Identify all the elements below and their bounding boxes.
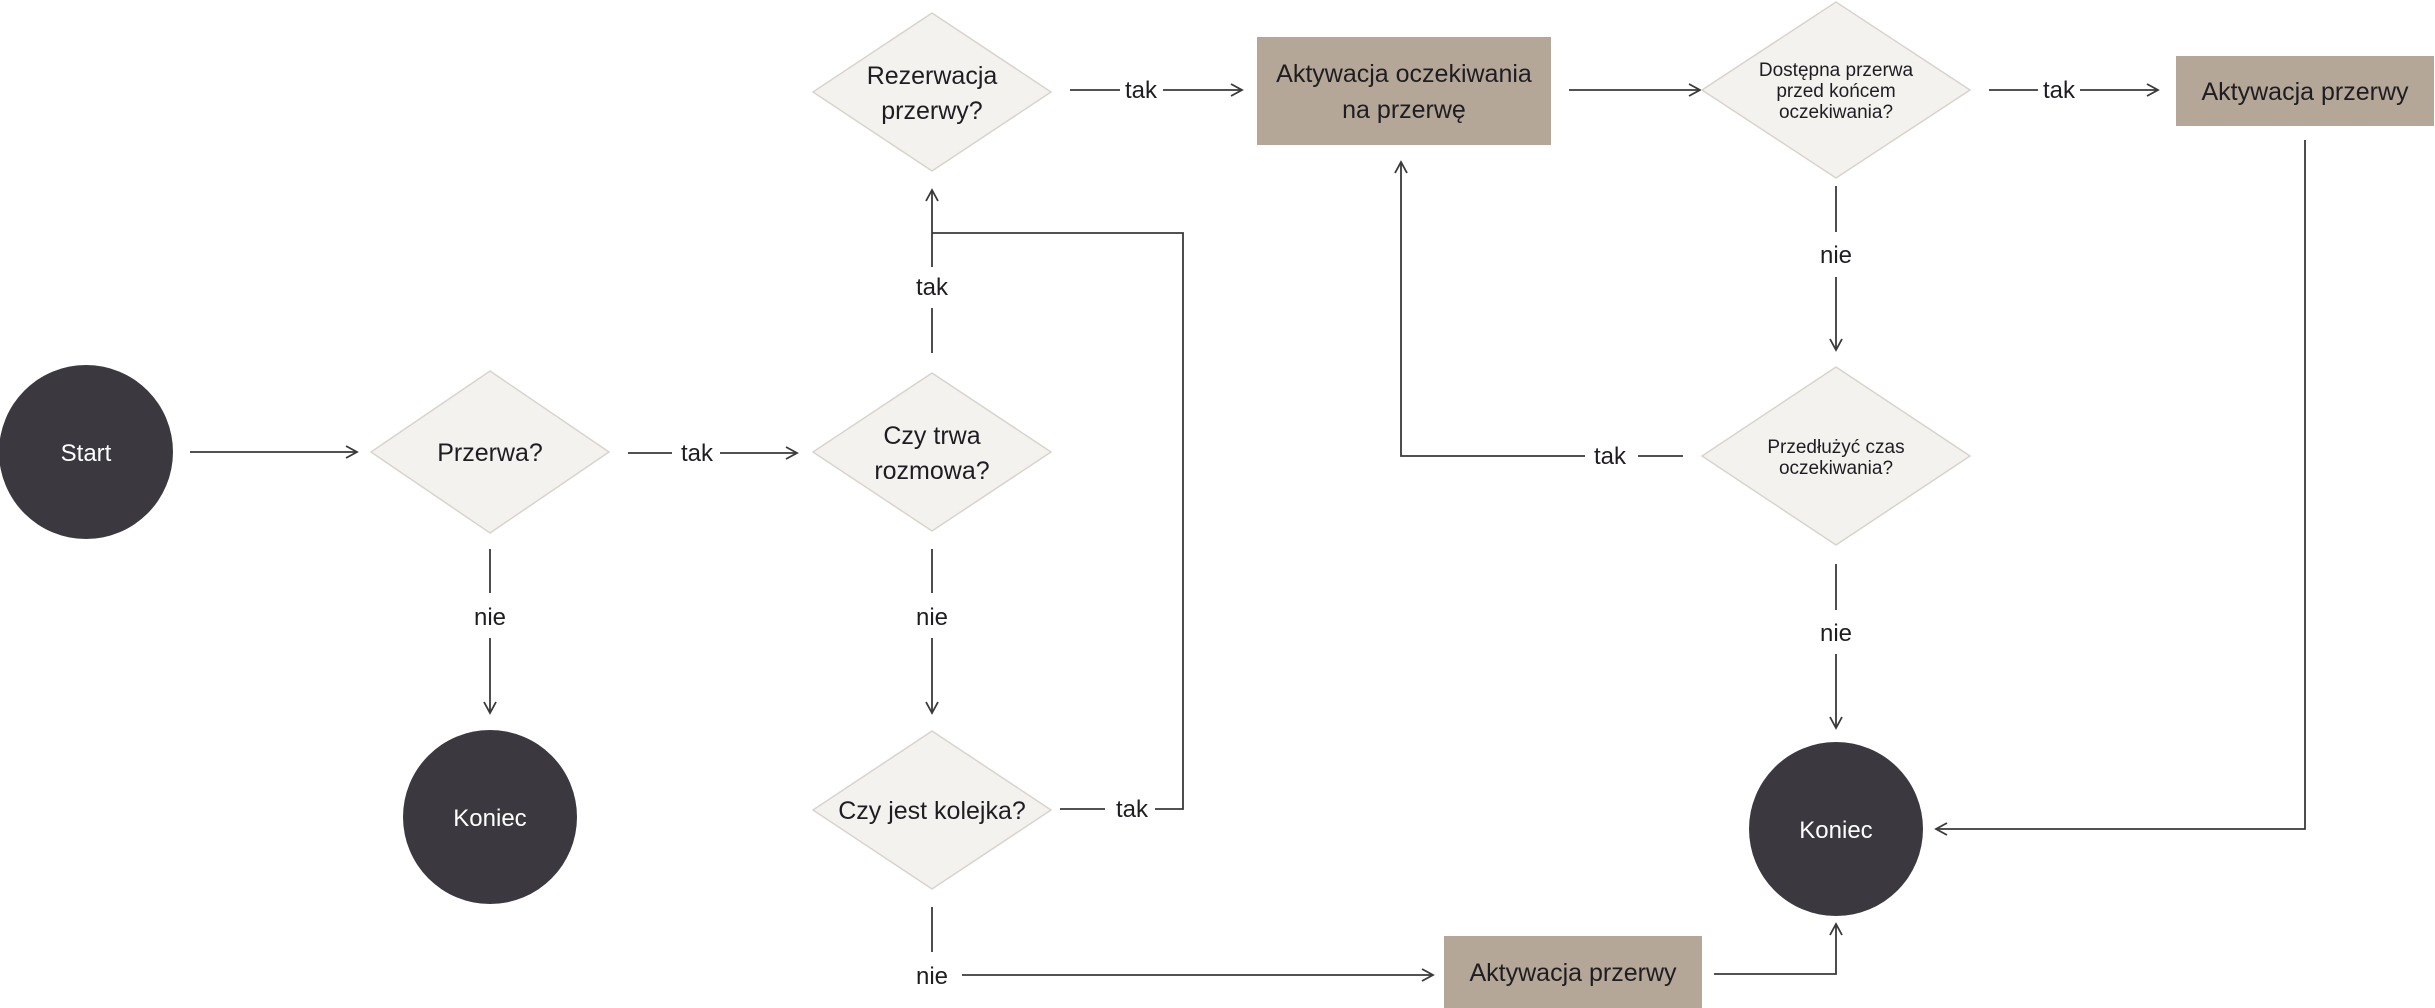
process-aktywacja-przerwy-bottom <box>1444 936 1702 1008</box>
end-node-right <box>1749 742 1923 916</box>
edge-label-dostepna-nie: nie <box>1820 242 1852 269</box>
edge-label-przerwa-nie: nie <box>474 604 506 631</box>
decision-przerwa-label: Przerwa? <box>437 439 543 467</box>
process-aktywacja-przerwy-top <box>2176 56 2434 126</box>
process-aktywacja-oczekiwania-label-1: Aktywacja oczekiwania <box>1276 60 1532 88</box>
edge-aktprzerwy-koniec <box>1714 922 1843 975</box>
edge-label-kolejka-nie: nie <box>916 963 948 990</box>
decision-czy-trwa-label-2: rozmowa? <box>874 457 989 485</box>
edge-aktprzerwy-top-koniec <box>1934 140 2306 836</box>
start-node <box>0 365 173 539</box>
edge-label-przerwa-tak: tak <box>681 440 714 467</box>
decision-przedluzyc-label-1: Przedłużyć czas <box>1767 437 1904 458</box>
decision-rezerwacja-label-1: Rezerwacja <box>867 62 998 90</box>
decision-przerwa <box>369 370 611 534</box>
start-node-label: Start <box>61 440 112 467</box>
decision-rezerwacja-label-2: przerwy? <box>881 97 982 125</box>
edge-przedluzyc-tak-b <box>1394 160 1585 457</box>
decision-przedluzyc-label-2: oczekiwania? <box>1779 458 1893 479</box>
decision-przedluzyc-czas <box>1700 366 1972 546</box>
edge-label-dostepna-tak: tak <box>2043 77 2076 104</box>
process-aktywacja-przerwy-bottom-label: Aktywacja przerwy <box>1470 959 1677 987</box>
edge-label-czytrwa-nie: nie <box>916 604 948 631</box>
edge-label-przedluzyc-nie: nie <box>1820 620 1852 647</box>
process-aktywacja-oczekiwania-label-2: na przerwę <box>1342 96 1466 124</box>
end-node-right-label: Koniec <box>1799 817 1872 844</box>
decision-dostepna-label-1: Dostępna przerwa <box>1759 60 1914 81</box>
decision-czy-jest-kolejka <box>811 730 1053 890</box>
edge-kolejka-tak-b <box>932 232 1184 810</box>
end-node-left-label: Koniec <box>453 805 526 832</box>
decision-kolejka-label: Czy jest kolejka? <box>838 797 1026 825</box>
decision-dostepna-label-3: oczekiwania? <box>1779 102 1893 123</box>
decision-dostepna-przerwa <box>1700 1 1972 179</box>
edge-label-czytrwa-tak: tak <box>916 274 949 301</box>
decision-dostepna-label-2: przed końcem <box>1776 81 1895 102</box>
decision-rezerwacja-przerwy <box>811 12 1053 172</box>
process-aktywacja-przerwy-top-label: Aktywacja przerwy <box>2202 78 2409 106</box>
decision-czy-trwa-rozmowa <box>811 372 1053 532</box>
decision-czy-trwa-label-1: Czy trwa <box>883 422 980 450</box>
edge-label-rezerwacja-tak: tak <box>1125 77 1158 104</box>
edge-label-przedluzyc-tak: tak <box>1594 443 1627 470</box>
edge-label-kolejka-tak: tak <box>1116 796 1149 823</box>
end-node-left <box>403 730 577 904</box>
process-aktywacja-oczekiwania <box>1257 37 1551 145</box>
